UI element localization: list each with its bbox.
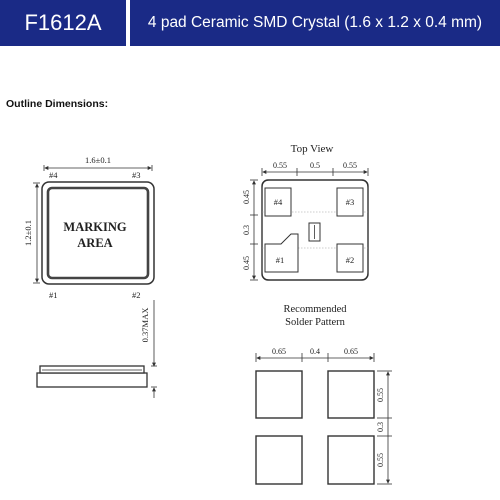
top-dim-3: 0.55 [343, 161, 357, 170]
top-pad-label-1: #1 [276, 255, 285, 265]
section-title: Outline Dimensions: [6, 98, 109, 110]
top-view-title: Top View [291, 143, 334, 155]
pad-4 [264, 187, 292, 217]
pad-1 [264, 233, 299, 273]
solder-dim-top-2: 0.4 [310, 347, 320, 356]
marking-line-2: AREA [77, 236, 112, 250]
left-dim-1: 0.45 [242, 190, 251, 204]
outline-side-view: 0.37MAX [36, 300, 157, 398]
side-base [36, 372, 148, 388]
solder-dim-right-1: 0.55 [376, 388, 385, 402]
outline-top-view: 1.6±0.1 1.2±0.1 #4 #3 MARKING AREA #1 #2 [23, 155, 155, 300]
solder-pad-tl [255, 370, 303, 419]
left-dim-2: 0.3 [242, 225, 251, 235]
part-number-banner: F1612A [0, 0, 126, 46]
pad-2 [336, 243, 364, 273]
pad-label-4: #4 [49, 170, 58, 180]
solder-dim-top-1: 0.65 [272, 347, 286, 356]
top-dim-2: 0.5 [310, 161, 320, 170]
height-dim: 1.2±0.1 [23, 220, 33, 246]
top-pad-label-2: #2 [346, 255, 355, 265]
part-description: 4 pad Ceramic SMD Crystal (1.6 x 1.2 x 0… [147, 14, 483, 31]
pad-top-view: Top View 0.55 0.5 0.55 0.45 0.3 0.45 #4 … [242, 143, 369, 281]
top-pad-label-4: #4 [274, 197, 283, 207]
solder-pad-br [327, 435, 375, 485]
pad-label-1: #1 [49, 290, 58, 300]
part-number: F1612A [24, 10, 102, 35]
package-inner [46, 186, 150, 280]
description-banner: 4 pad Ceramic SMD Crystal (1.6 x 1.2 x 0… [130, 0, 500, 46]
solder-pad-bl [255, 435, 303, 485]
pad-3 [336, 187, 364, 217]
top-pad-label-3: #3 [346, 197, 355, 207]
thickness-dim: 0.37MAX [140, 308, 150, 343]
left-dim-3: 0.45 [242, 256, 251, 270]
top-dim-1: 0.55 [273, 161, 287, 170]
solder-title-2: Solder Pattern [285, 317, 346, 328]
solder-pattern: Recommended Solder Pattern 0.65 0.4 0.65… [255, 304, 392, 485]
width-dim: 1.6±0.1 [85, 155, 111, 165]
side-lid [39, 365, 145, 374]
solder-dim-right-3: 0.55 [376, 453, 385, 467]
pad-label-3: #3 [132, 170, 141, 180]
solder-dim-top-3: 0.65 [344, 347, 358, 356]
solder-pad-tr [327, 370, 375, 419]
solder-title-1: Recommended [284, 304, 348, 315]
pad-label-2: #2 [132, 290, 141, 300]
solder-dim-right-2: 0.3 [376, 422, 385, 432]
marking-line-1: MARKING [63, 220, 126, 234]
